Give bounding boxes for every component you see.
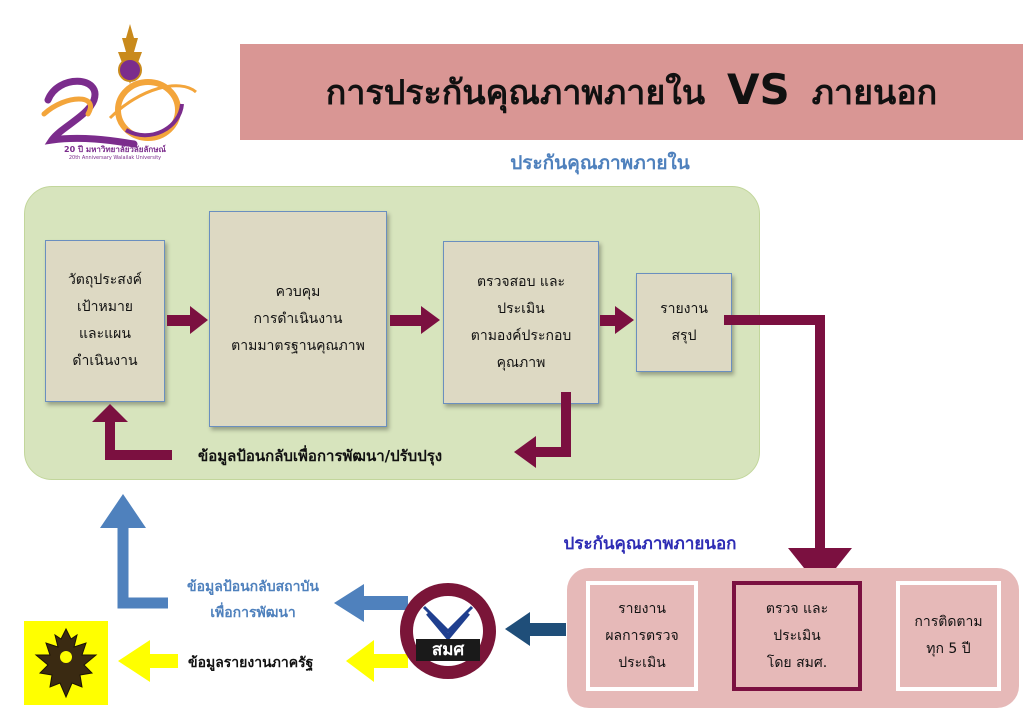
external-followup-box: การติดตาม ทุก 5 ปี	[896, 581, 1001, 691]
garuda-emblem	[24, 621, 108, 705]
arrow-audit-feedback	[534, 392, 571, 457]
control-operations-box: ควบคุม การดำเนินงาน ตามมาตรฐานคุณภาพ	[209, 211, 387, 427]
title-part-external: ภายนอก	[811, 73, 938, 113]
internal-qa-heading: ประกันคุณภาพภายใน	[510, 152, 690, 174]
arrow-audit-to-report	[600, 306, 634, 334]
page-title: การประกันคุณภาพภายใน VS ภายนอก	[326, 65, 938, 119]
title-banner: การประกันคุณภาพภายใน VS ภายนอก	[240, 44, 1023, 140]
onesqa-mark-icon	[422, 605, 474, 641]
arrow-report-to-garuda	[118, 640, 178, 682]
arrow-external-to-onesqa	[505, 612, 566, 646]
title-vs: VS	[726, 65, 790, 114]
title-part-internal: การประกันคุณภาพภายใน	[325, 73, 706, 113]
onesqa-label: สมศ	[416, 639, 480, 661]
arrow-institution-up-head	[100, 494, 146, 528]
logo-caption: 20 ปี มหาวิทยาลัยวลัยลักษณ์	[64, 145, 166, 154]
objectives-box: วัตถุประสงค์ เป้าหมาย และแผน ดำเนินงาน	[45, 240, 165, 402]
logo-caption-en: 20th Anniversary Walailak University	[68, 155, 162, 161]
external-qa-heading: ประกันคุณภาพภายนอก	[563, 534, 737, 554]
arrow-audit-feedback-head	[514, 436, 536, 468]
university-20th-anniversary-logo-icon	[41, 24, 197, 148]
arrow-onesqa-to-institution	[334, 584, 408, 622]
summary-report-box: รายงาน สรุป	[636, 273, 732, 372]
garuda-emblem-icon	[34, 627, 98, 699]
arrow-feedback-left	[105, 420, 172, 460]
internal-feedback-label: ข้อมูลป้อนกลับเพื่อการพัฒนา/ปรับปรุง	[198, 447, 443, 465]
onesqa-logo: สมศ	[400, 583, 496, 679]
arrow-control-to-audit	[390, 306, 440, 334]
external-report-box: รายงาน ผลการตรวจ ประเมิน	[586, 581, 698, 691]
arrow-objectives-to-control	[167, 306, 208, 334]
university-logo: 20 ปี มหาวิทยาลัยวลัยลักษณ์ 20th Anniver…	[30, 18, 200, 168]
arrow-feedback-left-head	[92, 404, 128, 422]
government-report-label: ข้อมูลรายงานภาครัฐ	[188, 655, 314, 671]
arrow-onesqa-to-government	[346, 640, 408, 682]
arrow-report-to-external	[724, 315, 825, 550]
audit-evaluate-box: ตรวจสอบ และ ประเมิน ตามองค์ประกอบ คุณภาพ	[443, 241, 599, 404]
institution-feedback-label: ข้อมูลป้อนกลับสถาบัน เพื่อการพัฒนา	[187, 579, 319, 621]
external-evaluate-box: ตรวจ และ ประเมิน โดย สมศ.	[732, 581, 862, 691]
arrow-institution-up	[117, 525, 168, 609]
